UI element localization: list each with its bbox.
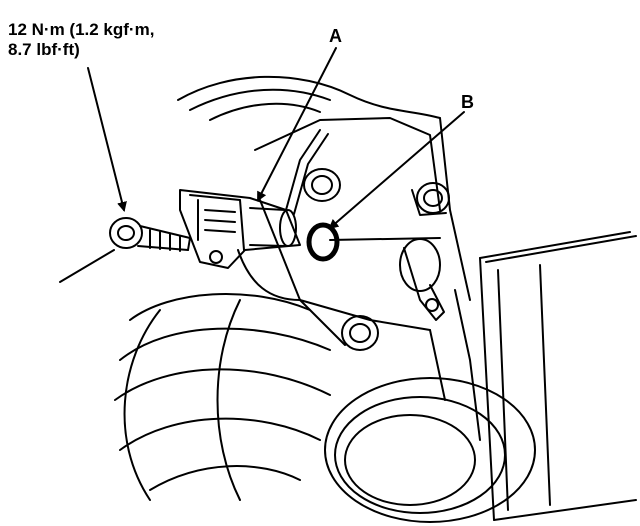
callout-a-label: A [329, 26, 342, 46]
crank-pulley [114, 292, 536, 523]
sensor-assembly [179, 189, 301, 269]
engine-block-outline [177, 75, 481, 441]
callout-b-leader-line [328, 111, 465, 230]
torque-spec-line-2: 8.7 lbf·ft) [8, 40, 80, 59]
torque-leader-line [87, 67, 127, 212]
timing-cover-panel [479, 231, 637, 521]
torque-spec-label: 12 N·m (1.2 kgf·m, 8.7 lbf·ft) [8, 20, 154, 60]
boss-bolt-upper-right [411, 182, 450, 216]
callout-b-label: B [461, 92, 474, 112]
sensor-mounting-bore [399, 238, 445, 321]
mounting-bolt [59, 217, 191, 283]
boss-bolt-upper-left [303, 168, 341, 202]
callout-a-leader-line [257, 47, 337, 202]
o-ring [306, 222, 340, 262]
torque-spec-line-1: 12 N·m (1.2 kgf·m, [8, 20, 155, 39]
boss-bolt-lower [341, 315, 379, 351]
sensor-harness [285, 129, 329, 215]
